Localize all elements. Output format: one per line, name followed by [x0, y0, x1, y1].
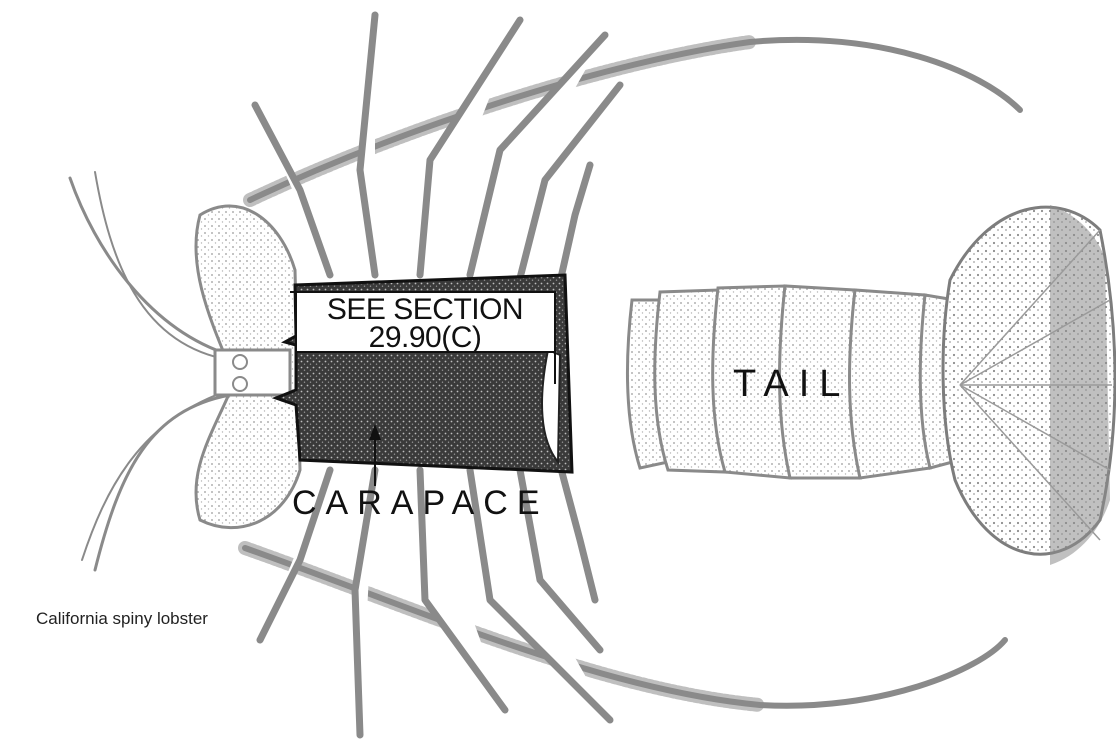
figure-caption: California spiny lobster	[36, 609, 208, 629]
head	[196, 206, 300, 528]
carapace-label: CARAPACE	[292, 484, 549, 522]
section-label-line2: 29.90(C)	[369, 321, 482, 354]
legs-top	[255, 15, 620, 282]
tail-label: TAIL	[733, 363, 850, 405]
tail-fan	[943, 205, 1115, 565]
